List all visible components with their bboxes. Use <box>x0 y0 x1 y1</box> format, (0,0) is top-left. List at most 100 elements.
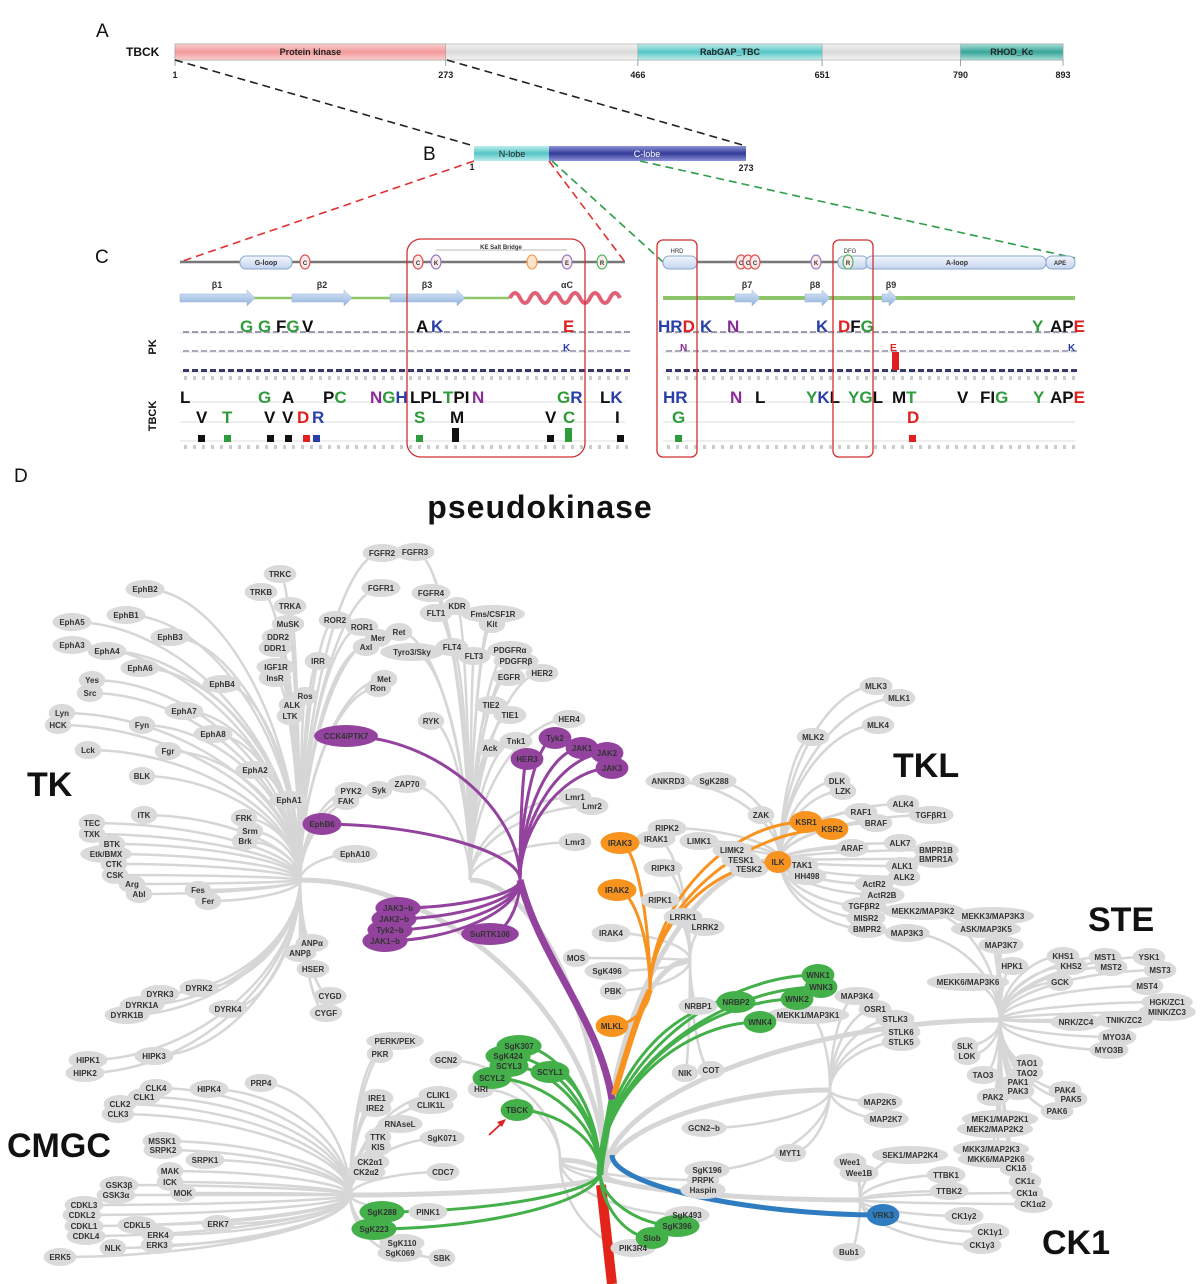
position-tick <box>229 376 232 380</box>
position-tick <box>562 445 565 449</box>
position-tick <box>292 376 295 380</box>
node-label: EGFR <box>498 673 520 682</box>
logo-minor <box>819 350 825 352</box>
logo-minor <box>747 331 753 333</box>
logo-minor <box>1071 350 1077 352</box>
logo-minor <box>426 350 432 352</box>
node-bubble <box>678 997 718 1015</box>
pk-frequency-bar <box>918 369 924 372</box>
logo-minor <box>273 331 279 333</box>
node-bubble <box>859 814 893 832</box>
pk-row-label: PK <box>147 339 159 354</box>
position-tick <box>1000 445 1003 449</box>
node-label: DYRK1B <box>111 1011 144 1020</box>
pk-frequency-bar <box>819 369 825 372</box>
logo-minor <box>534 331 540 333</box>
node-label: EphB2 <box>132 585 158 594</box>
pseudokinase-label: WNK1 <box>806 971 830 980</box>
node-label: SRPK2 <box>150 1146 177 1155</box>
pseudokinase-label: JAK2 <box>597 749 618 758</box>
node-bubble <box>493 652 539 670</box>
pk-frequency-bar <box>390 369 396 372</box>
node-label: MAP3K3 <box>891 929 924 938</box>
node-bubble <box>835 839 869 857</box>
logo-minor <box>480 331 486 333</box>
tbck-frequency-bar <box>416 435 423 442</box>
node-label: BMPR1A <box>919 855 953 864</box>
node-label: MLK2 <box>802 733 824 742</box>
node-bubble <box>362 544 402 562</box>
pk-frequency-bar <box>570 369 576 372</box>
residue-label: C <box>746 261 751 267</box>
logo-minor <box>543 331 549 333</box>
logo-minor <box>1044 331 1050 333</box>
logo-minor <box>615 350 621 352</box>
position-tick <box>256 445 259 449</box>
node-bubble <box>428 1249 456 1267</box>
node-label: IRAK4 <box>599 929 624 938</box>
pk-frequency-bar <box>684 369 690 372</box>
position-tick <box>991 445 994 449</box>
logo-minor <box>927 331 933 333</box>
node-label: RNAseL <box>384 1120 415 1129</box>
node-bubble <box>332 845 378 863</box>
position-tick <box>517 445 520 449</box>
residue-label: E <box>565 261 569 267</box>
node-label: MEKK1/MAP3K1 <box>777 1011 840 1020</box>
position-tick <box>391 445 394 449</box>
logo-minor <box>453 331 459 333</box>
position-tick <box>373 376 376 380</box>
hrd-label: HRD <box>671 249 685 255</box>
node-bubble <box>461 605 525 623</box>
node-bubble <box>575 797 609 815</box>
logo-minor <box>846 350 852 352</box>
pk-frequency-bar <box>846 369 852 372</box>
node-bubble <box>913 850 959 868</box>
node-label: IRE2 <box>366 1104 384 1113</box>
logo-minor <box>399 331 405 333</box>
secondary-structure-label: β9 <box>886 280 897 290</box>
node-bubble <box>419 1129 465 1147</box>
node-bubble <box>387 775 427 793</box>
node-bubble <box>377 1115 423 1133</box>
node-label: GCN2~b <box>688 1124 720 1133</box>
node-bubble <box>1054 957 1088 975</box>
node-label: FLT1 <box>427 609 446 618</box>
branch <box>207 879 302 903</box>
pk-frequency-bar <box>1053 369 1059 372</box>
position-tick <box>265 445 268 449</box>
logo-letters: V <box>196 408 208 427</box>
pseudokinase-bubble <box>600 832 640 854</box>
domain-0 <box>174 43 447 61</box>
node-label: EphB4 <box>209 680 235 689</box>
logo-minor <box>282 331 288 333</box>
logo-minor <box>1017 331 1023 333</box>
domain-label: Protein kinase <box>280 47 342 57</box>
pseudokinase-label: SgK223 <box>359 1225 389 1234</box>
pk-frequency-bar <box>963 369 969 372</box>
node-label: DYRK1A <box>126 1001 159 1010</box>
node-label: PIK3R4 <box>619 1244 648 1253</box>
position-tick <box>991 376 994 380</box>
position-tick <box>901 376 904 380</box>
logo-minor <box>291 331 297 333</box>
logo-minor <box>516 331 522 333</box>
pseudokinase-label: WNK4 <box>748 1018 772 1027</box>
node-label: FGFR1 <box>368 584 395 593</box>
logo-minor <box>963 331 969 333</box>
logo-minor <box>435 331 441 333</box>
tbck-frequency-bar <box>267 435 274 442</box>
node-label: TAO2 <box>1017 1069 1038 1078</box>
logo-minor <box>1017 350 1023 352</box>
pseudokinase-label: JAK3 <box>602 764 623 773</box>
logo-minor <box>675 331 681 333</box>
tick-label: 651 <box>815 70 830 80</box>
logo-minor <box>228 350 234 352</box>
node-bubble <box>154 742 182 760</box>
position-tick <box>973 445 976 449</box>
node-label: TGFβR2 <box>848 902 880 911</box>
logo-minor <box>336 350 342 352</box>
node-bubble <box>1013 1195 1053 1213</box>
position-tick <box>1018 445 1021 449</box>
position-tick <box>490 376 493 380</box>
